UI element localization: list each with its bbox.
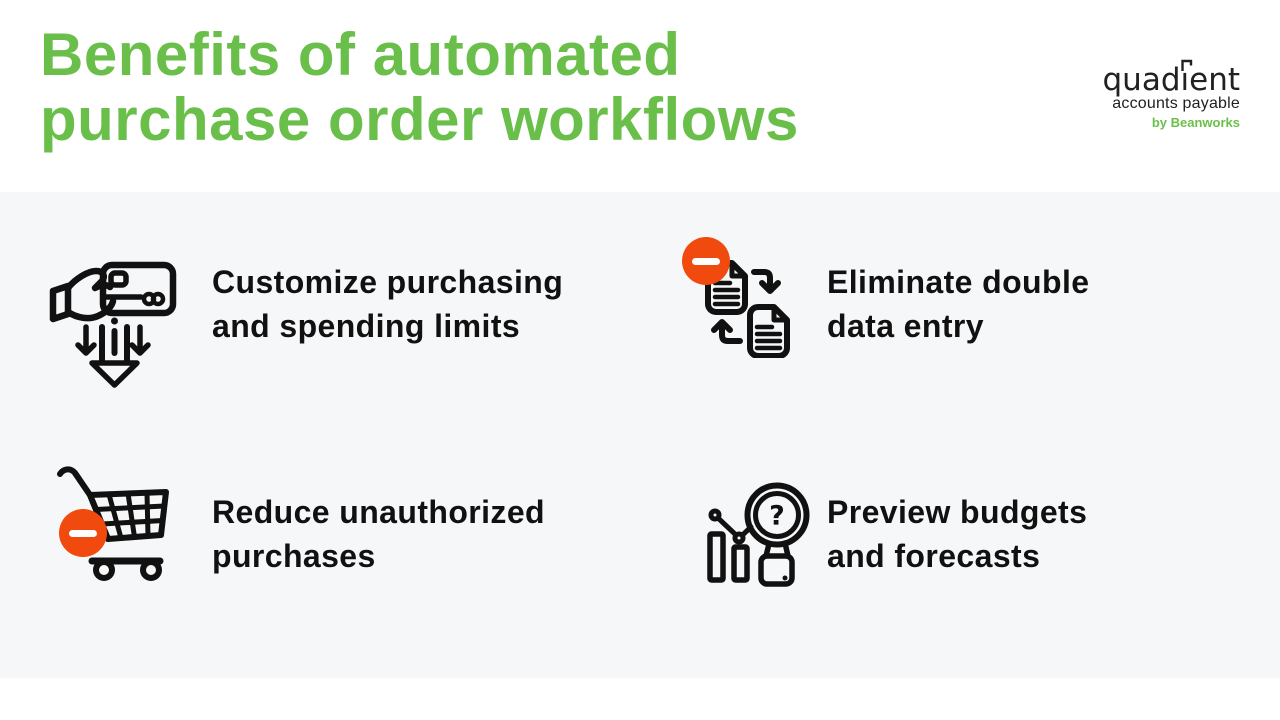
logo-subtitle: accounts payable xyxy=(1112,95,1240,112)
magnifier-handle-shape xyxy=(758,553,795,587)
card-chip-shape xyxy=(108,270,129,288)
minus-bar xyxy=(692,257,720,265)
wordmark-i: ı xyxy=(1180,59,1192,98)
benefit-text: Eliminate double data entry xyxy=(827,260,1089,348)
minus-badge xyxy=(682,237,730,285)
benefit-text: Customize purchasing and spending limits xyxy=(212,260,563,348)
arrow-down-shape xyxy=(751,269,781,294)
lens-outer-shape xyxy=(744,482,810,548)
question-mark-glyph: ? xyxy=(769,501,785,532)
benefit-text: Reduce unauthorized purchases xyxy=(212,490,545,578)
cart-wheel-shape xyxy=(140,559,162,581)
content-band xyxy=(0,192,1280,678)
benefit-line: purchases xyxy=(212,538,376,574)
benefit-text: Preview budgets and forecasts xyxy=(827,490,1087,578)
quadient-i-mark-icon xyxy=(1180,59,1192,71)
minus-bar xyxy=(69,529,97,537)
bar-shape xyxy=(731,544,750,583)
cart-handle-shape xyxy=(57,466,111,542)
page-title-line-2: purchase order workflows xyxy=(40,86,799,153)
lens-inner-shape xyxy=(753,491,801,539)
benefit-line: Customize purchasing xyxy=(212,264,564,300)
benefit-line: and forecasts xyxy=(827,538,1041,574)
document-shape xyxy=(747,304,790,358)
wordmark-part: ent xyxy=(1189,62,1240,98)
benefit-line: Eliminate double xyxy=(827,264,1090,300)
minus-badge xyxy=(59,509,107,557)
magnifier-chart-icon: ? xyxy=(698,476,818,591)
down-arrows-shape xyxy=(75,324,151,388)
documents-sync-minus-icon xyxy=(676,238,791,358)
bar-shape xyxy=(707,531,726,583)
page-title-line-1: Benefits of automated xyxy=(40,21,681,88)
benefit-line: and spending limits xyxy=(212,308,521,344)
logo-byline: by Beanworks xyxy=(1151,115,1240,130)
benefit-line: Preview budgets xyxy=(827,494,1088,530)
hand-card-down-arrows-icon xyxy=(45,255,180,390)
hand-top-shape xyxy=(64,267,114,292)
page-title: Benefits of automated purchase order wor… xyxy=(40,22,799,152)
hand-bottom-shape xyxy=(64,297,117,322)
wordmark-part: quad xyxy=(1102,62,1181,98)
cart-wheel-shape xyxy=(93,559,115,581)
credit-card-shape xyxy=(99,261,177,317)
arrow-up-shape xyxy=(711,319,743,344)
benefit-line: data entry xyxy=(827,308,984,344)
wordmark-part: ı xyxy=(1180,62,1190,98)
benefit-line: Reduce unauthorized xyxy=(212,494,545,530)
